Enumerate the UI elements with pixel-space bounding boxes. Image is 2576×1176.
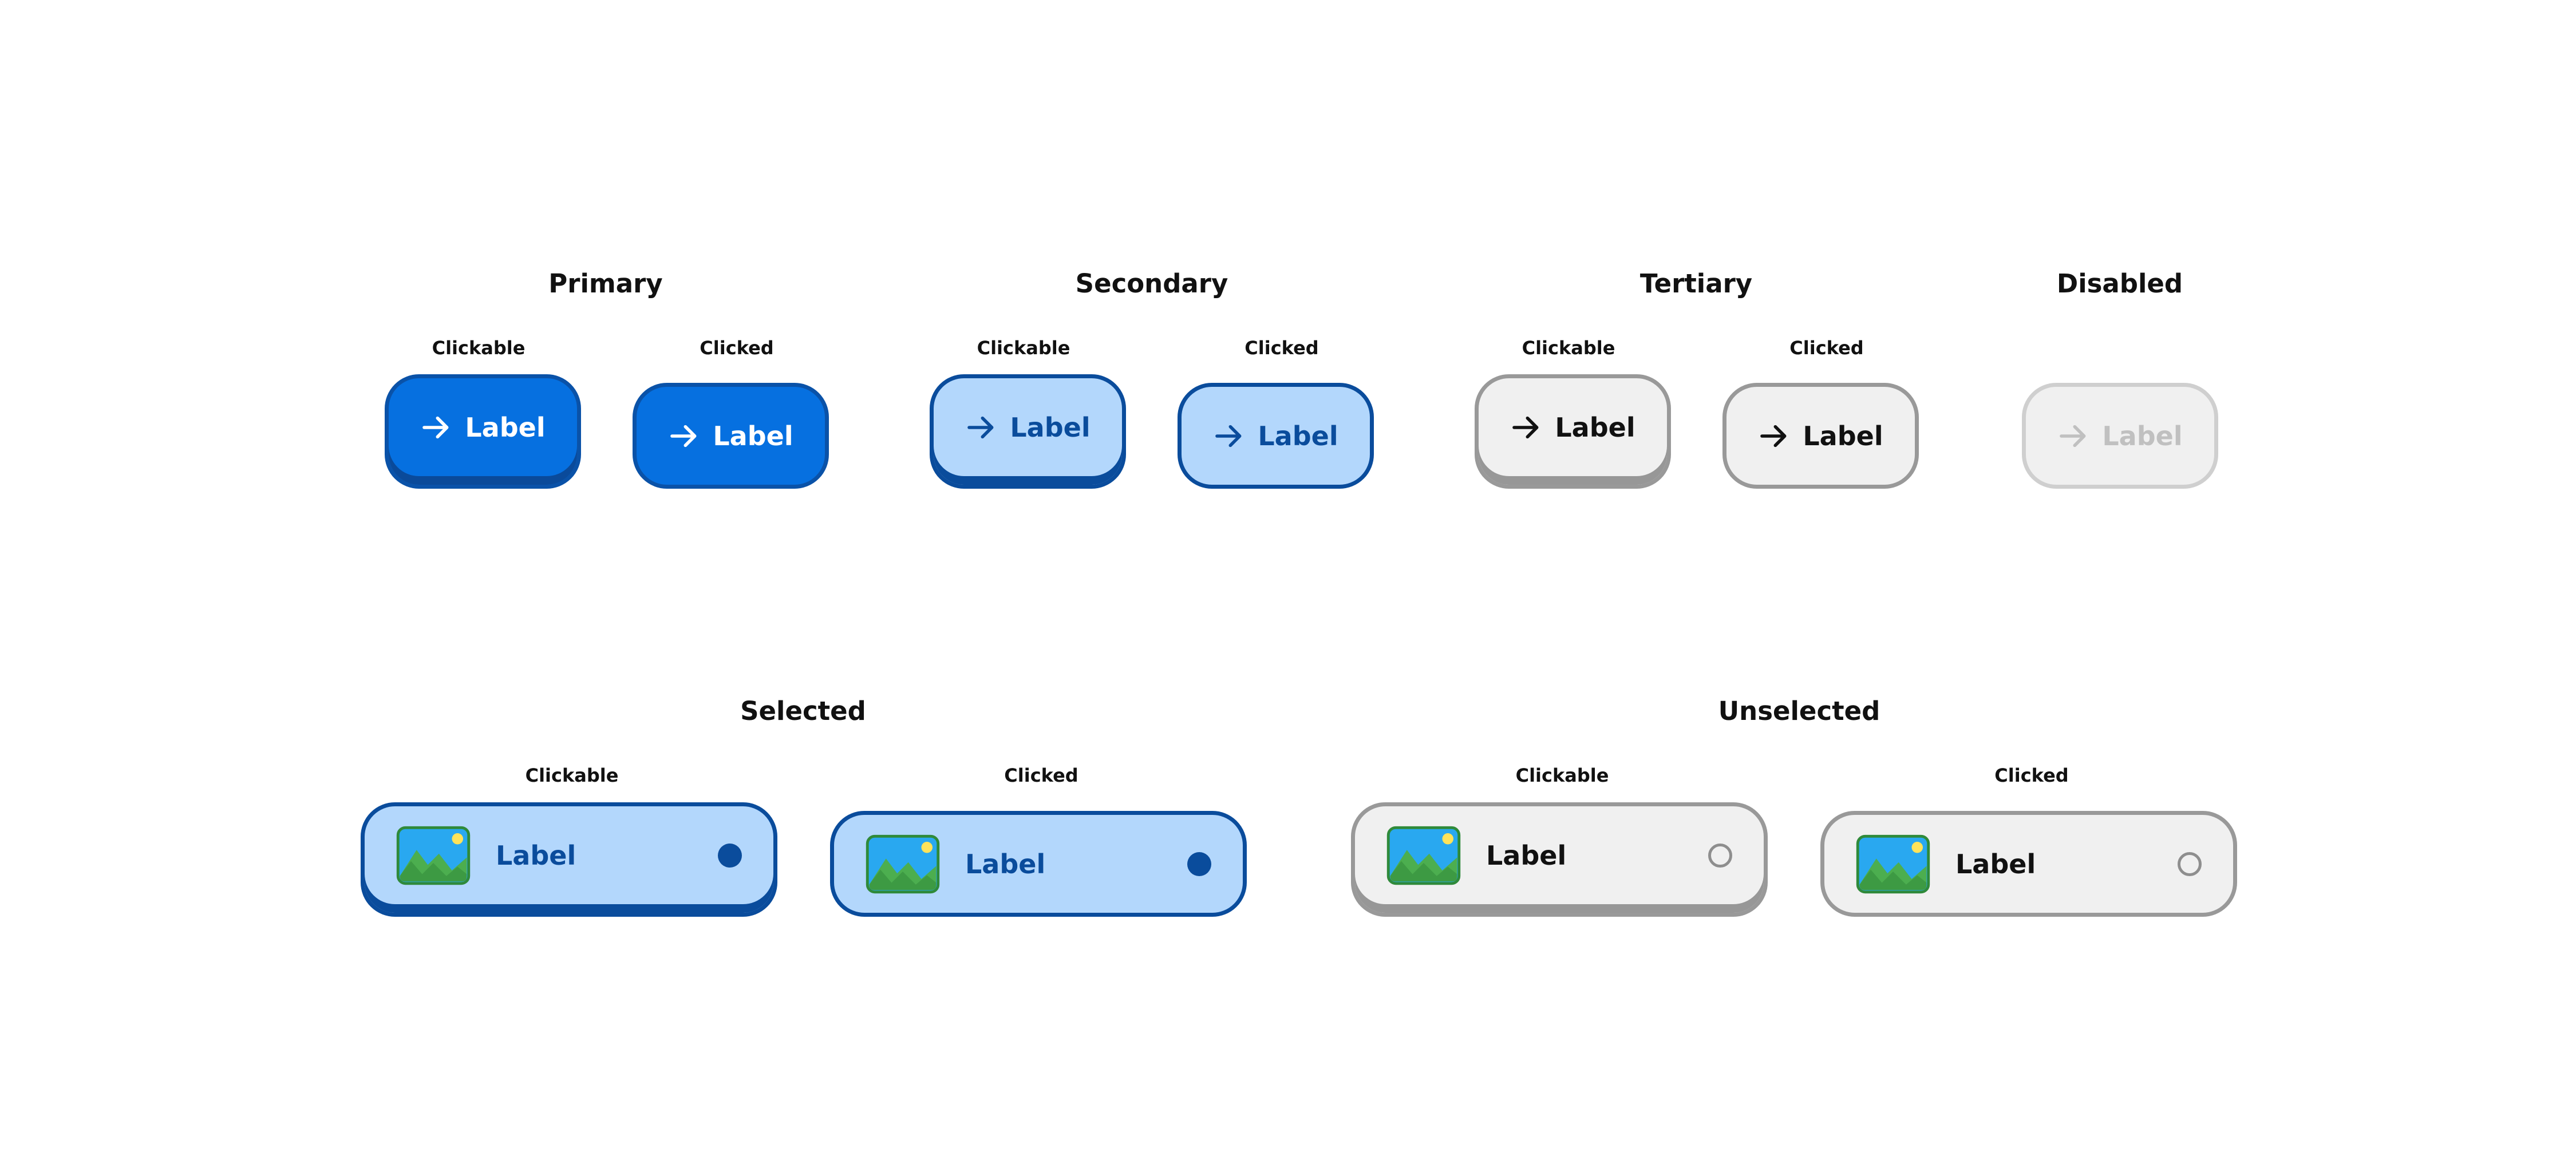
primary-button-clicked[interactable]: Label <box>633 383 829 489</box>
state-label-secondary-clickable: Clickable <box>977 337 1070 359</box>
secondary-button-clicked[interactable]: Label <box>1178 383 1374 489</box>
arrow-right-icon <box>1760 425 1787 447</box>
image-landscape-icon <box>396 826 471 885</box>
radio-selected-indicator <box>1187 852 1211 876</box>
tertiary-button-clicked[interactable]: Label <box>1722 383 1919 489</box>
group-title-unselected: Unselected <box>1718 696 1880 726</box>
option-label: Label <box>1486 840 1567 871</box>
state-label-secondary-clicked: Clicked <box>1244 337 1319 359</box>
disabled-button: Label <box>2022 383 2218 489</box>
unselected-option-clickable[interactable]: Label <box>1351 802 1768 917</box>
group-title-selected: Selected <box>740 696 866 726</box>
state-label-unselected-clickable: Clickable <box>1515 765 1609 786</box>
state-label-tertiary-clickable: Clickable <box>1522 337 1615 359</box>
arrow-right-icon <box>967 416 994 438</box>
option-label: Label <box>1955 848 2036 880</box>
image-landscape-icon <box>1856 834 1930 893</box>
selected-option-clicked[interactable]: Label <box>830 811 1247 917</box>
unselected-option-clicked[interactable]: Label <box>1820 811 2237 917</box>
button-label: Label <box>1555 411 1635 443</box>
state-label-unselected-clicked: Clicked <box>1994 765 2069 786</box>
radio-selected-indicator <box>718 843 742 868</box>
group-title-primary: Primary <box>548 268 663 299</box>
arrow-right-icon <box>670 425 697 447</box>
group-title-secondary: Secondary <box>1075 268 1228 299</box>
selected-option-clickable[interactable]: Label <box>361 802 777 917</box>
radio-unselected-indicator <box>2178 852 2202 876</box>
arrow-right-icon <box>1512 416 1539 438</box>
radio-unselected-indicator <box>1708 843 1732 868</box>
arrow-right-icon <box>1215 425 1242 447</box>
group-title-tertiary: Tertiary <box>1639 268 1753 299</box>
state-label-primary-clickable: Clickable <box>432 337 526 359</box>
button-label: Label <box>465 411 546 443</box>
button-label: Label <box>1803 420 1883 452</box>
arrow-right-icon <box>2060 425 2086 447</box>
button-label: Label <box>1010 411 1091 443</box>
button-label: Label <box>713 420 793 452</box>
state-label-selected-clicked: Clicked <box>1004 765 1078 786</box>
tertiary-button-clickable[interactable]: Label <box>1475 374 1671 489</box>
state-label-tertiary-clicked: Clicked <box>1789 337 1864 359</box>
option-label: Label <box>496 840 576 871</box>
group-title-disabled: Disabled <box>2056 268 2183 299</box>
state-label-selected-clickable: Clickable <box>525 765 619 786</box>
secondary-button-clickable[interactable]: Label <box>930 374 1126 489</box>
image-landscape-icon <box>866 834 940 893</box>
button-label: Label <box>1258 420 1338 452</box>
arrow-right-icon <box>422 416 449 438</box>
image-landscape-icon <box>1386 826 1461 885</box>
button-label: Label <box>2102 420 2183 452</box>
state-label-primary-clicked: Clicked <box>700 337 774 359</box>
primary-button-clickable[interactable]: Label <box>385 374 581 489</box>
option-label: Label <box>965 848 1046 880</box>
